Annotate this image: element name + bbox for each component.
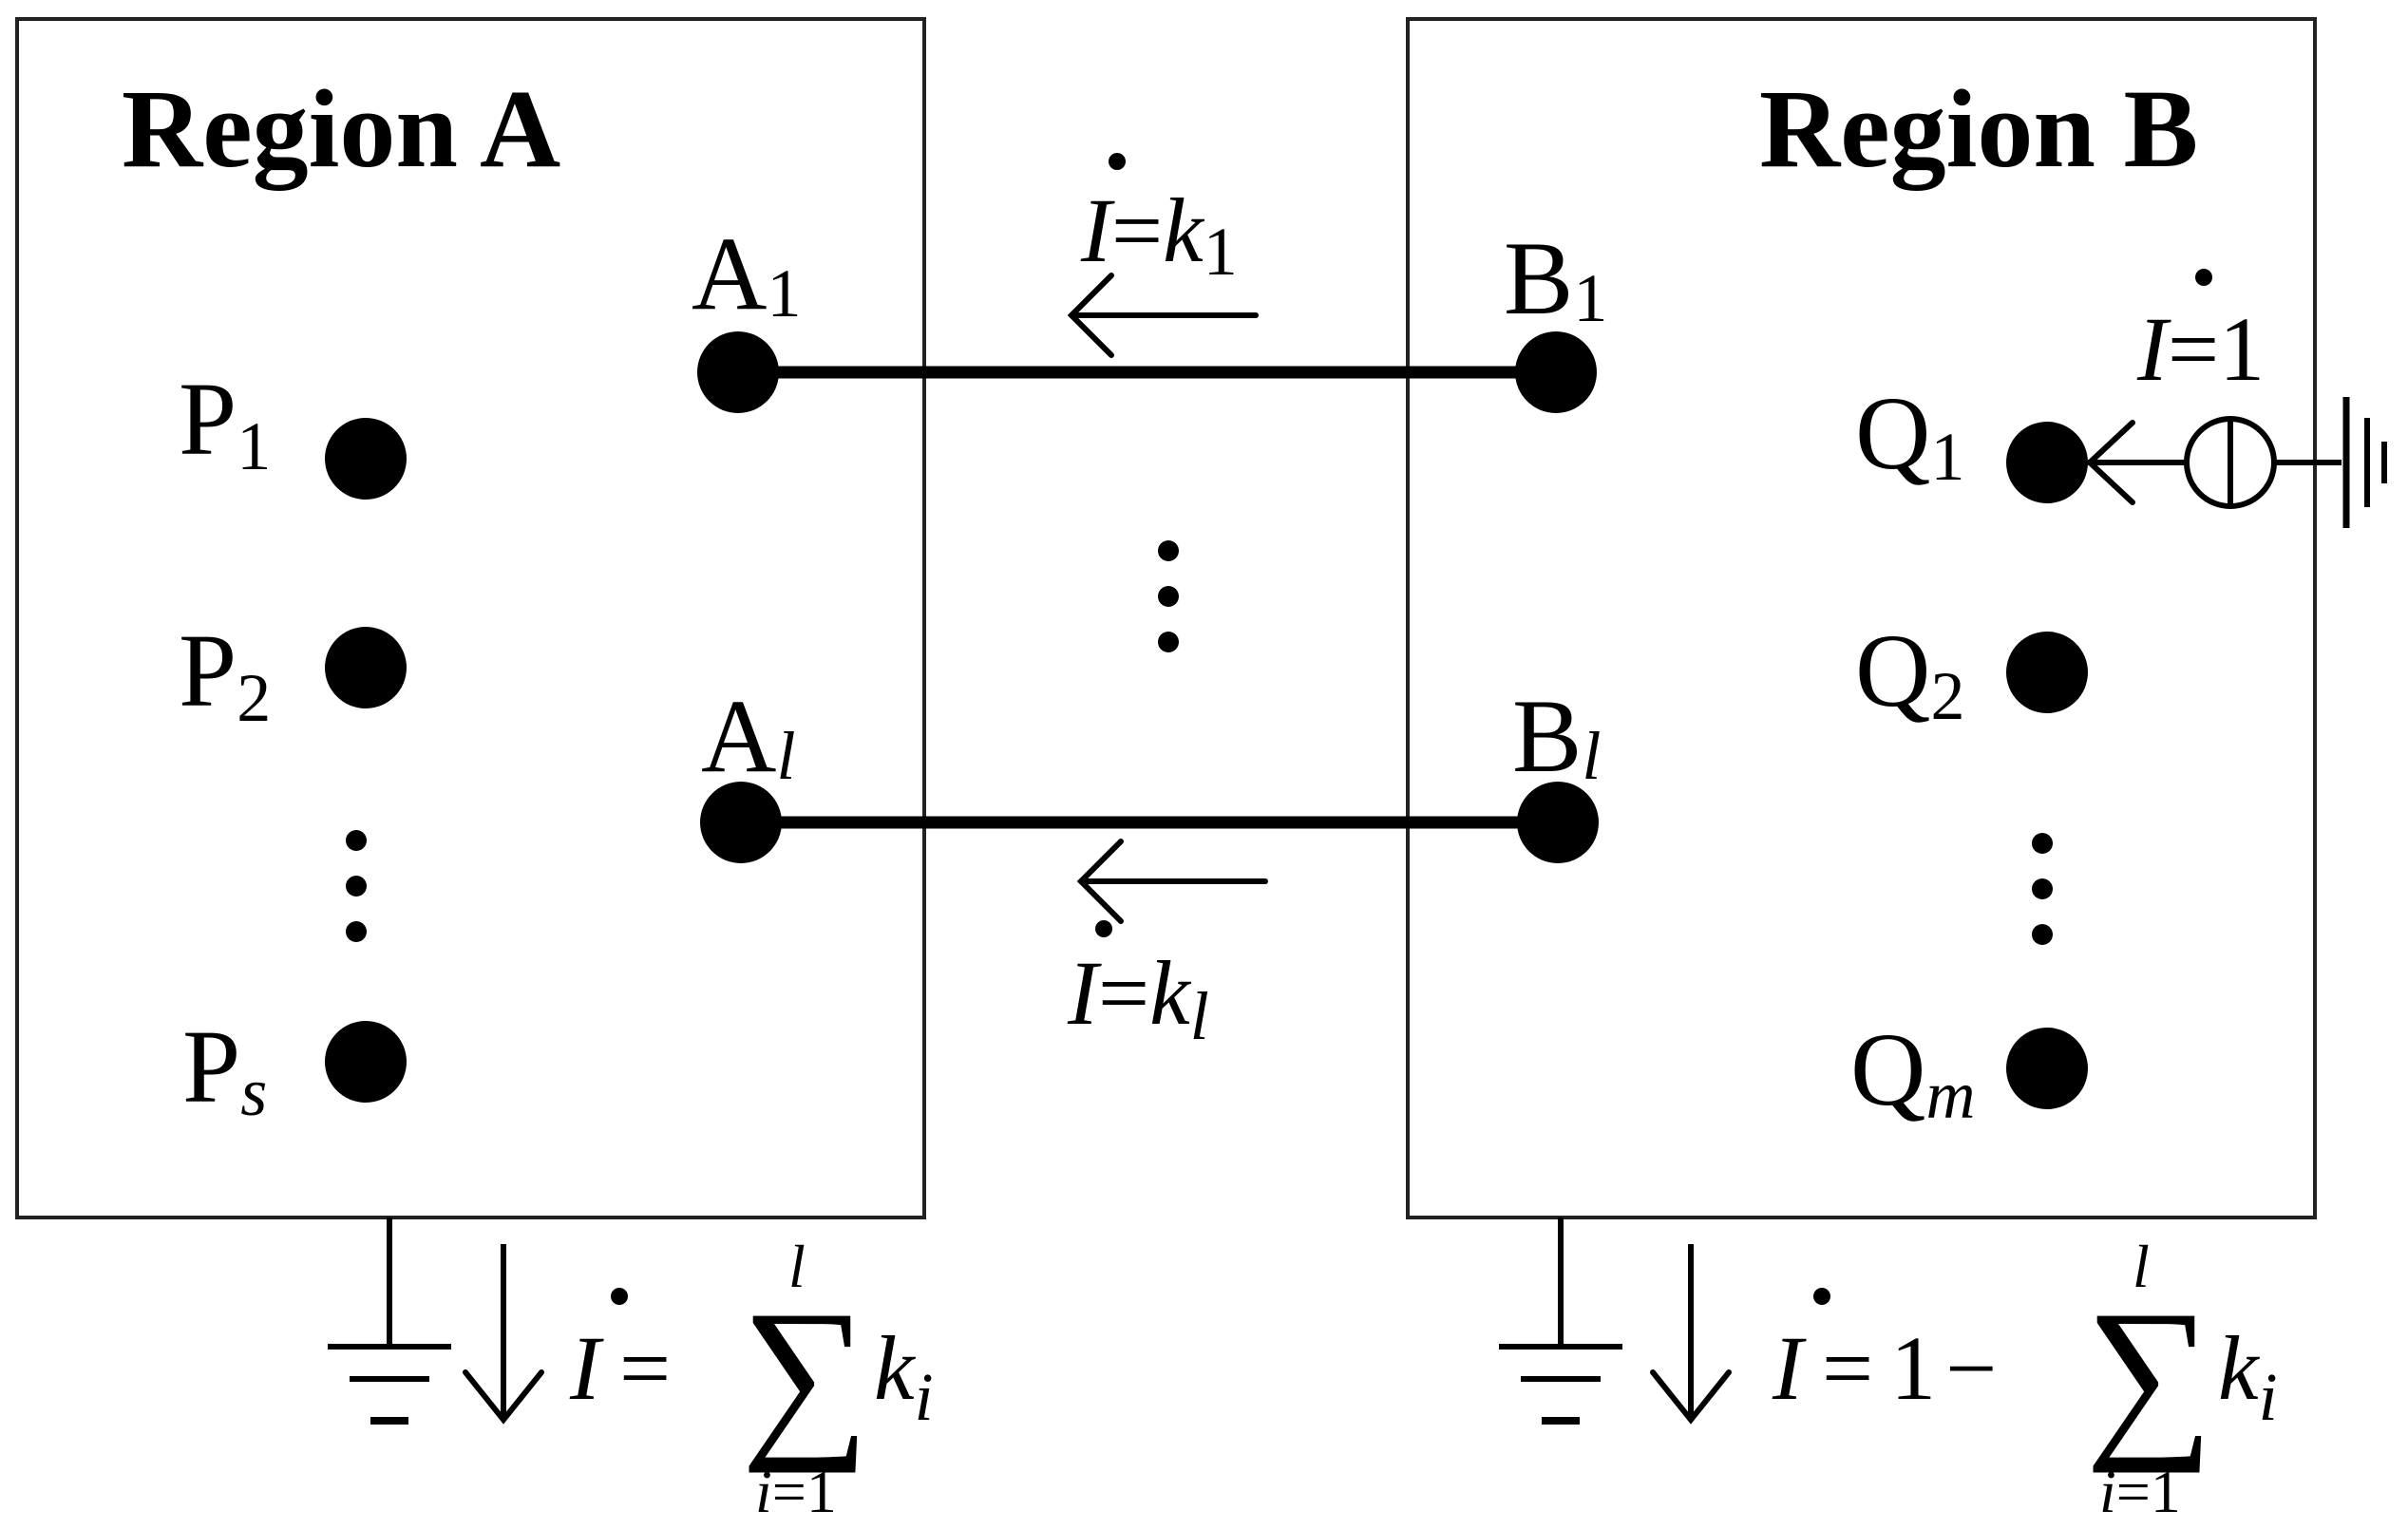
region-b-title: Region B bbox=[1759, 66, 2198, 191]
label-qm: Qm bbox=[1850, 1011, 1975, 1133]
svg-text:i=1: i=1 bbox=[2099, 1458, 2181, 1525]
arrow-left-line-l bbox=[1076, 839, 1268, 924]
phasor-dot bbox=[1109, 153, 1126, 170]
ellipsis-tie-lines bbox=[1158, 540, 1179, 652]
node-bl bbox=[1517, 782, 1599, 863]
region-b-box bbox=[1406, 17, 2317, 1219]
svg-text:ki: ki bbox=[2218, 1317, 2278, 1435]
ellipsis-region-b bbox=[2032, 833, 2053, 945]
node-ps bbox=[325, 1021, 407, 1103]
region-a-box bbox=[15, 17, 926, 1219]
current-source-injection bbox=[2085, 397, 2387, 528]
ground-connection-b bbox=[1499, 1218, 1732, 1425]
svg-text:ki: ki bbox=[874, 1317, 934, 1435]
ellipsis-region-a bbox=[346, 830, 367, 942]
node-p1 bbox=[325, 418, 407, 500]
ground-connection-a bbox=[328, 1218, 544, 1425]
svg-text:I=kl: I=kl bbox=[1067, 942, 1209, 1054]
node-qm bbox=[2006, 1028, 2088, 1109]
phasor-dot bbox=[611, 1288, 628, 1305]
current-label-line-1: I=k1 bbox=[1080, 153, 1238, 290]
current-label-line-l: I=kl bbox=[1067, 920, 1209, 1054]
svg-text:i=1: i=1 bbox=[755, 1458, 837, 1525]
node-q2 bbox=[2006, 632, 2088, 713]
node-al bbox=[700, 782, 782, 863]
region-a-title: Region A bbox=[122, 66, 560, 191]
label-p2: P2 bbox=[179, 613, 271, 736]
current-label-ground-a: I= ∑ l i=1 ki bbox=[569, 1233, 934, 1525]
label-bl: Bl bbox=[1512, 678, 1601, 794]
svg-text:I=1−: I=1− bbox=[1772, 1317, 1997, 1419]
current-label-ground-b: I=1− ∑ l i=1 ki bbox=[1772, 1233, 2278, 1525]
label-q2: Q2 bbox=[1855, 613, 1964, 734]
phasor-dot bbox=[1095, 920, 1112, 937]
svg-text:∑: ∑ bbox=[2085, 1274, 2213, 1474]
svg-text:∑: ∑ bbox=[741, 1274, 869, 1474]
label-a1: A1 bbox=[692, 216, 801, 331]
label-al: Al bbox=[701, 678, 795, 794]
svg-text:l: l bbox=[2133, 1233, 2150, 1300]
label-b1: B1 bbox=[1504, 220, 1607, 336]
phasor-dot bbox=[1813, 1288, 1830, 1305]
svg-text:I=1: I=1 bbox=[2136, 298, 2265, 400]
svg-text:I=: I= bbox=[569, 1317, 671, 1419]
node-q1 bbox=[2006, 422, 2088, 503]
current-label-source: I=1 bbox=[2136, 269, 2265, 400]
node-a1 bbox=[697, 331, 779, 413]
node-p2 bbox=[325, 627, 407, 708]
phasor-dot bbox=[2195, 269, 2212, 286]
label-q1: Q1 bbox=[1855, 375, 1964, 495]
svg-text:I=k1: I=k1 bbox=[1080, 179, 1238, 290]
arrow-left-line-1 bbox=[1067, 273, 1259, 358]
label-ps: Ps bbox=[182, 1009, 267, 1130]
node-b1 bbox=[1515, 331, 1597, 413]
svg-text:l: l bbox=[788, 1233, 806, 1300]
label-p1: P1 bbox=[179, 361, 271, 484]
